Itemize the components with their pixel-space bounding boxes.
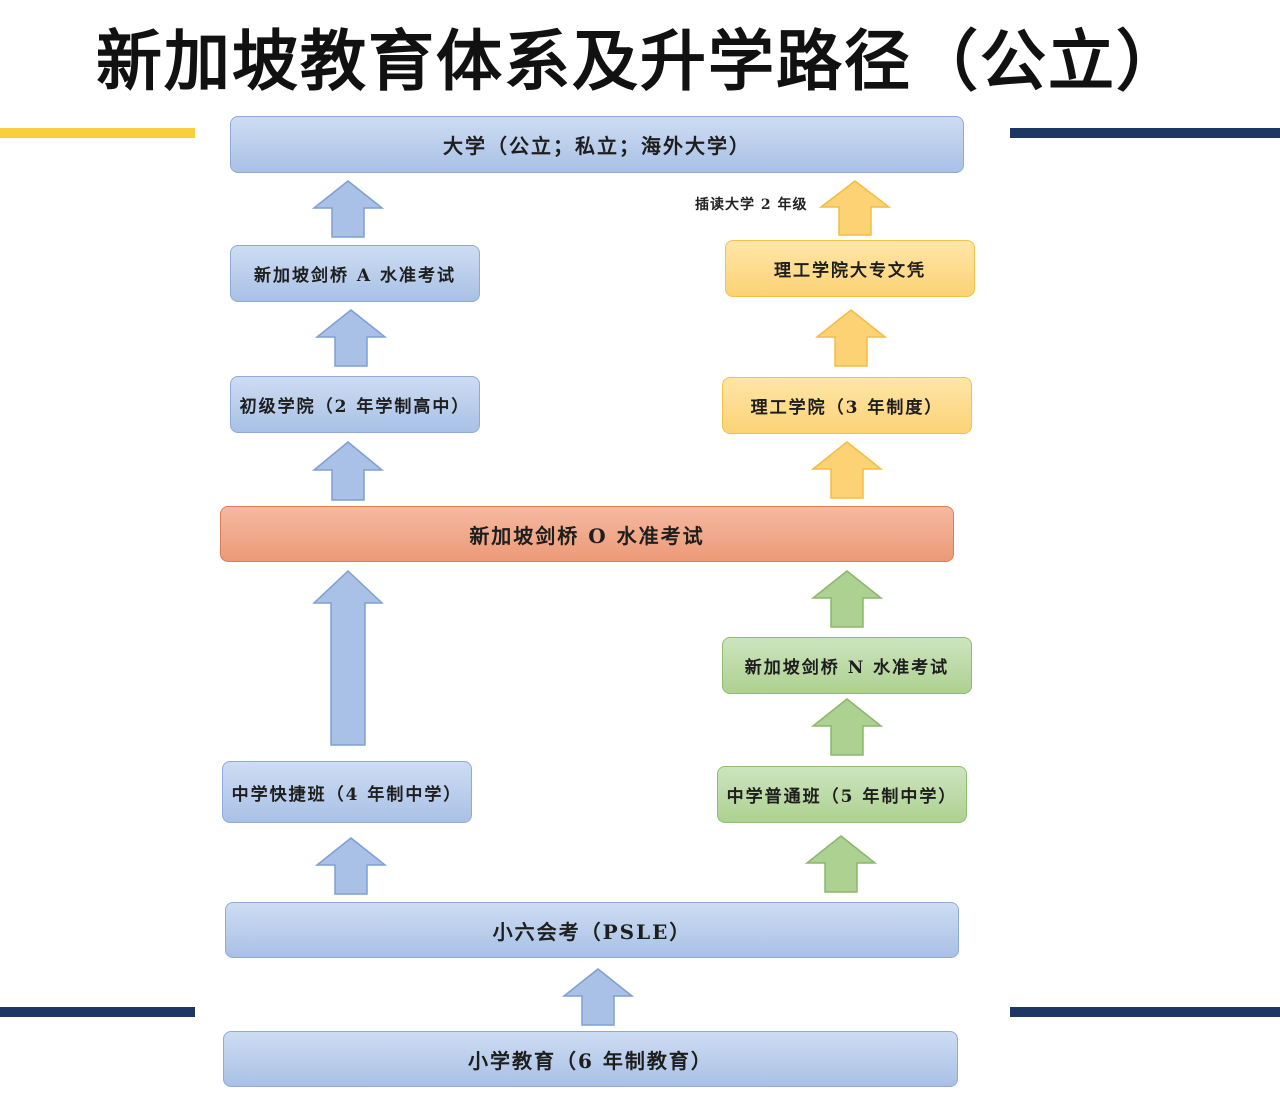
node-polytechnic: 理工学院（3 年制度）: [722, 377, 972, 434]
arrow-up-icon: [814, 309, 888, 367]
node-psle: 小六会考（PSLE）: [225, 902, 959, 958]
accent-bar-bottom-right: [1010, 1007, 1280, 1017]
arrow-up-icon: [810, 441, 884, 499]
direct-entry-note: 插读大学 2 年级: [695, 197, 808, 213]
arrow-up-icon: [314, 309, 388, 367]
node-university: 大学（公立；私立；海外大学）: [230, 116, 964, 173]
accent-bar-top-right: [1010, 128, 1280, 138]
node-n-level: 新加坡剑桥 N 水准考试: [722, 637, 972, 694]
page-title: 新加坡教育体系及升学路径（公立）: [96, 23, 1184, 100]
arrow-up-icon: [804, 835, 878, 893]
node-junior-college: 初级学院（2 年学制高中）: [230, 376, 480, 433]
accent-bar-bottom-left: [0, 1007, 195, 1017]
node-a-level: 新加坡剑桥 A 水准考试: [230, 245, 480, 302]
node-express: 中学快捷班（4 年制中学）: [222, 761, 472, 823]
arrow-up-icon: [311, 441, 385, 501]
arrow-up-icon: [810, 570, 884, 628]
node-primary: 小学教育（6 年制教育）: [223, 1031, 958, 1087]
accent-bar-top-left: [0, 128, 195, 138]
node-o-level: 新加坡剑桥 O 水准考试: [220, 506, 954, 562]
arrow-up-icon: [311, 180, 385, 238]
arrow-up-icon: [314, 837, 388, 895]
arrow-up-long-icon: [312, 569, 384, 746]
arrow-up-icon: [561, 968, 635, 1026]
node-poly-diploma: 理工学院大专文凭: [725, 240, 975, 297]
node-normal: 中学普通班（5 年制中学）: [717, 766, 967, 823]
arrow-up-icon: [818, 180, 892, 236]
arrow-up-icon: [810, 698, 884, 756]
